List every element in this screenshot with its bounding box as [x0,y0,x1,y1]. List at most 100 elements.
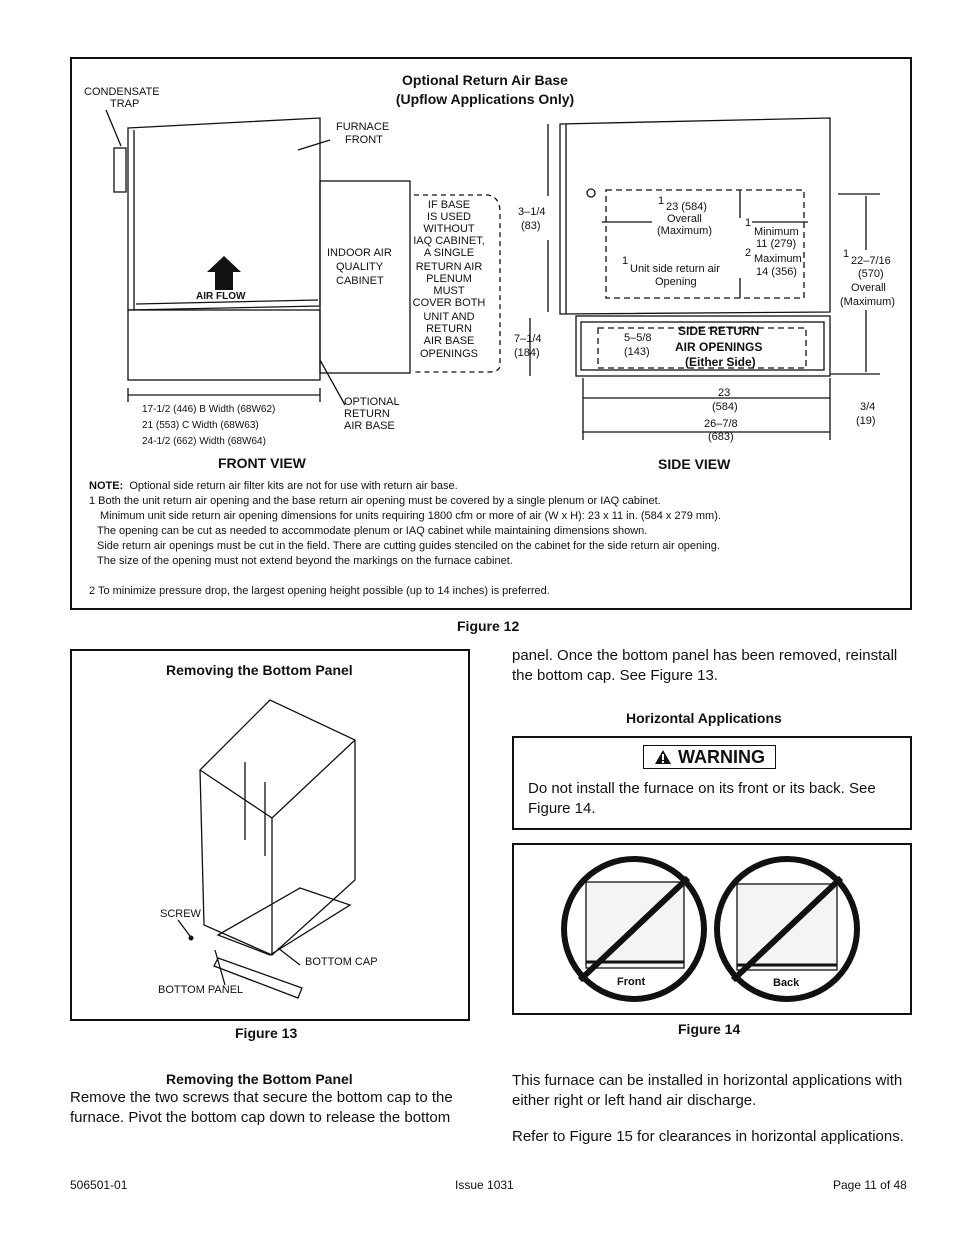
figure-13-frame [70,649,470,1021]
if-base-line: OPENINGS [420,348,478,360]
label-26-a: 26–7/8 [704,418,738,430]
right-para-3: Refer to Figure 15 for clearances in hor… [512,1128,904,1145]
label-side-return-1: SIDE RETURN [678,324,759,338]
unit-side-opening [605,189,805,299]
label-side-return-3: (Either Side) [685,355,756,369]
label-3-1-4-a: 3–1/4 [518,206,546,218]
if-base-line: COVER BOTH [413,297,486,309]
label-overall-23-a: 23 (584) [666,201,707,213]
label-3-1-4-b: (83) [521,220,541,232]
side-view-label: SIDE VIEW [658,456,731,472]
label-iaq-1: INDOOR AIR [327,247,392,259]
footer-issue: Issue 1031 [455,1178,514,1192]
figure-12-notes: NOTE: Optional side return air filter ki… [89,479,899,599]
label-overall-22-c: Overall [851,282,886,294]
label-max-a: Maximum [754,253,802,265]
label-23-a: 23 [718,387,730,399]
label-furnace-front-1: FURNACE [336,121,389,133]
if-base-line: AIR BASE [424,335,475,347]
bottom-panel-shape [213,957,303,999]
note-line: The opening can be cut as needed to acco… [97,525,648,537]
note-line: The size of the opening must not extend … [97,555,513,567]
note-line: NOTE: Optional side return air filter ki… [89,479,899,494]
label-bottom-cap: BOTTOM CAP [305,956,378,968]
left-heading: Removing the Bottom Panel [166,1071,353,1087]
label-furnace-front-2: FRONT [345,134,383,146]
label-3-4-a: 3/4 [860,401,875,413]
label-side-return-2: AIR OPENINGS [675,340,762,354]
sup-1-overall-22: 1 [843,248,849,260]
footer-doc-number: 506501-01 [70,1178,128,1192]
if-base-line: IS USED [427,211,471,223]
sup-1-min: 1 [745,217,751,229]
label-min-b: 11 (279) [756,238,796,250]
furnace-cabinet-shape [199,699,356,956]
iaq-cabinet-shape [319,180,411,374]
label-back: Back [773,977,800,989]
right-para-2: This furnace can be installed in horizon… [512,1072,903,1109]
footer-page: Page 11 of 48 [833,1178,907,1192]
warning-triangle-icon [655,750,671,764]
label-if-base-block: IF BASE IS USED WITHOUT IAQ CABINET, A S… [413,199,486,360]
label-overall-23-c: (Maximum) [657,225,712,237]
label-unit-side-b: Opening [655,276,697,288]
horizontal-heading: Horizontal Applications [626,710,782,726]
label-3-4-b: (19) [856,415,876,427]
note-line: Minimum unit side return air opening dim… [100,510,721,522]
note-label: NOTE: [89,480,124,492]
figure-13-caption: Figure 13 [235,1025,298,1041]
label-overall-22-a: 22–7/16 [851,255,891,267]
note-2: 2 To minimize pressure drop, the largest… [89,585,550,597]
if-base-line: PLENUM [426,273,472,285]
label-front: Front [617,976,645,988]
label-optional-1: OPTIONAL [344,396,400,408]
figure-12-frame [70,57,912,610]
label-optional-3: AIR BASE [344,420,395,432]
if-base-line: RETURN AIR [416,261,483,273]
if-base-line: IF BASE [428,199,470,211]
figure-12-caption: Figure 12 [457,618,520,634]
figure-12-title: Optional Return Air Base (Upflow Applica… [330,71,640,109]
label-condensate-trap-1: CONDENSATE [84,86,160,98]
if-base-line: IAQ CABINET, [413,235,485,247]
label-iaq-3: CABINET [336,275,384,287]
sup-1-overall: 1 [658,195,664,207]
no-back-circle-icon [714,856,860,1002]
label-width-b: 17-1/2 (446) B Width (68W62) [142,404,275,415]
label-unit-side-a: Unit side return air [630,263,720,275]
label-min-a: Minimum [754,226,799,238]
warning-text: Do not install the furnace on its front … [528,780,876,817]
air-flow-arrow-icon [207,256,241,290]
bottom-cap-shape [216,887,352,956]
side-view-cabinet [559,117,831,315]
figure-14-frame [512,843,912,1015]
label-screw: SCREW [160,908,202,920]
warning-label: WARNING [678,746,765,767]
figure-12-title-line1: Optional Return Air Base [402,72,568,88]
note-line: Side return air openings must be cut in … [97,540,720,552]
right-para-1: panel. Once the bottom panel has been re… [512,647,898,684]
if-base-line: RETURN [426,323,472,335]
label-overall-22-d: (Maximum) [840,296,895,308]
label-optional-2: RETURN [344,408,390,420]
note-line: 1 Both the unit return air opening and t… [89,495,661,507]
condensate-trap-shape [113,147,127,193]
label-5-5-8-a: 5–5/8 [624,332,652,344]
label-7-1-4-b: (184) [514,347,540,359]
left-para: Remove the two screws that secure the bo… [70,1089,453,1126]
note-text: Optional side return air filter kits are… [129,480,458,492]
label-bottom-panel: BOTTOM PANEL [158,984,243,996]
front-view-label: FRONT VIEW [218,455,306,471]
if-base-line: A SINGLE [424,247,474,259]
label-width-c: 21 (553) C Width (68W63) [142,420,259,431]
label-iaq-2: QUALITY [336,261,384,273]
warning-box [512,736,912,830]
if-base-line: UNIT AND [423,311,474,323]
if-base-line: WITHOUT [423,223,475,235]
label-5-5-8-b: (143) [624,346,650,358]
label-26-b: (683) [708,431,734,443]
label-overall-22-b: (570) [858,268,884,280]
